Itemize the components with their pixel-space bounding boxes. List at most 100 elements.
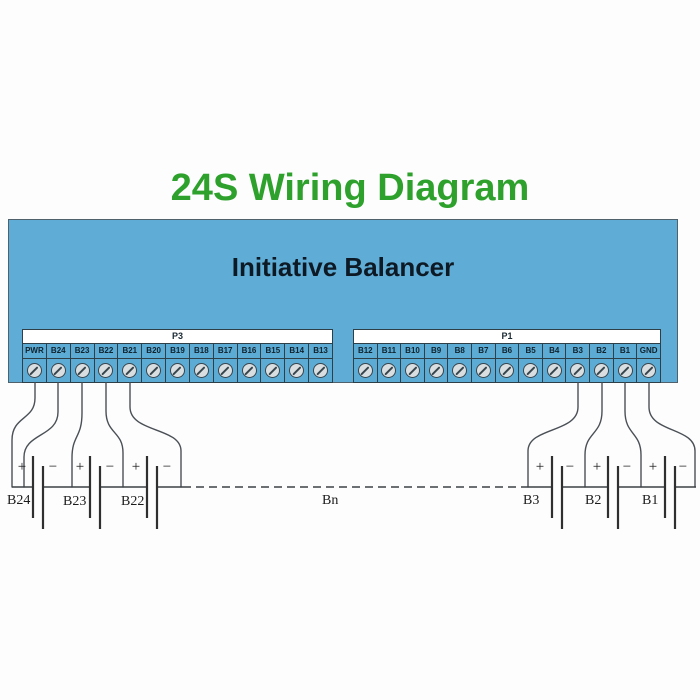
terminal-cell-b4: B4 [542, 344, 567, 382]
terminal-cell-b13: B13 [309, 344, 332, 382]
battery-label-b2: B2 [585, 493, 601, 508]
terminal-label: PWR [23, 344, 46, 359]
screw-icon [381, 363, 397, 378]
screw-icon [593, 363, 609, 378]
terminal-cell-pwr: PWR [23, 344, 47, 382]
battery-b23-minus-sign: − [106, 459, 114, 475]
terminal-label: B17 [213, 344, 237, 359]
screw-icon [313, 363, 329, 378]
terminal-cell-b6: B6 [495, 344, 520, 382]
terminal-cell-b20: B20 [142, 344, 167, 382]
screw-icon [241, 363, 257, 378]
terminal-label: B4 [542, 344, 566, 359]
battery-b2-minus-sign: − [623, 459, 631, 475]
battery-b23-plus-sign: + [76, 459, 84, 475]
terminal-cell-b7: B7 [472, 344, 496, 382]
screw-icon [50, 363, 66, 378]
wire-gnd [648, 382, 696, 488]
wire-b2 [584, 382, 603, 488]
battery-b24-minus-sign: − [49, 459, 57, 475]
terminal-label: B22 [94, 344, 118, 359]
terminal-cell-b15: B15 [261, 344, 286, 382]
battery-label-b24: B24 [7, 493, 30, 508]
battery-label-bn: Bn [322, 493, 338, 508]
battery-b3-plus-sign: + [536, 459, 544, 475]
page-title: 24S Wiring Diagram [170, 167, 530, 209]
battery-label-b3: B3 [523, 493, 539, 508]
battery-b2-plus-sign: + [593, 459, 601, 475]
terminal-cell-b2: B2 [590, 344, 614, 382]
terminal-cell-b24: B24 [46, 344, 71, 382]
screw-icon [193, 363, 209, 378]
terminal-cell-b18: B18 [189, 344, 214, 382]
battery-label-b22: B22 [121, 494, 144, 509]
screw-icon [146, 363, 162, 378]
terminal-cell-b5: B5 [519, 344, 543, 382]
battery-label-b1: B1 [642, 493, 658, 508]
terminal-label: B21 [118, 344, 142, 359]
screw-icon [169, 363, 185, 378]
screw-icon [499, 363, 515, 378]
screw-icon [122, 363, 138, 378]
wire-b21 [129, 382, 182, 488]
screw-icon [405, 363, 421, 378]
terminal-label: B3 [566, 344, 590, 359]
wire-b22 [105, 382, 124, 488]
terminal-label: B19 [166, 344, 189, 359]
terminal-cell-b1: B1 [613, 344, 638, 382]
terminal-label: B18 [189, 344, 213, 359]
screw-icon [74, 363, 90, 378]
screw-icon [546, 363, 562, 378]
terminal-cell-b3: B3 [566, 344, 591, 382]
battery-label-b23: B23 [63, 494, 86, 509]
screw-icon [523, 363, 539, 378]
terminal-cell-b23: B23 [70, 344, 95, 382]
terminal-label: B2 [590, 344, 613, 359]
screw-icon [357, 363, 373, 378]
terminal-label: GND [637, 344, 660, 359]
terminal-cell-b16: B16 [237, 344, 262, 382]
terminal-label: B20 [142, 344, 166, 359]
terminal-label: B8 [448, 344, 472, 359]
wire-b23 [71, 382, 83, 488]
terminal-cell-b12: B12 [354, 344, 378, 382]
battery-b22-plus-sign: + [132, 459, 140, 475]
terminal-cell-b10: B10 [401, 344, 425, 382]
terminal-label: B5 [519, 344, 542, 359]
battery-b3-minus-sign: − [566, 459, 574, 475]
terminal-cell-b21: B21 [118, 344, 143, 382]
screw-icon [452, 363, 468, 378]
connector-p3-header: P3 [22, 329, 333, 344]
wire-b24 [23, 382, 59, 488]
terminal-label: B1 [613, 344, 637, 359]
balancer-board: Initiative Balancer P3 PWR B24 B23 B22 B… [8, 219, 678, 383]
screw-icon [617, 363, 633, 378]
screw-icon [641, 363, 657, 378]
terminal-cell-b9: B9 [424, 344, 449, 382]
terminal-label: B12 [354, 344, 377, 359]
terminal-label: B10 [401, 344, 424, 359]
wire-b1 [624, 382, 642, 488]
battery-b22-minus-sign: − [163, 459, 171, 475]
battery-b24-plus-sign: + [18, 459, 26, 475]
terminal-label: B9 [424, 344, 448, 359]
terminal-label: B11 [377, 344, 401, 359]
connector-p3: P3 PWR B24 B23 B22 B21 B20 B19 B18 B17 B… [22, 329, 333, 383]
screw-icon [570, 363, 586, 378]
terminal-cell-b22: B22 [94, 344, 119, 382]
terminal-label: B16 [237, 344, 261, 359]
terminal-label: B6 [495, 344, 519, 359]
screw-icon [289, 363, 305, 378]
terminal-cell-b14: B14 [285, 344, 310, 382]
connector-p3-terminals: PWR B24 B23 B22 B21 B20 B19 B18 B17 B16 … [22, 344, 333, 383]
wire-b3 [527, 382, 579, 488]
connector-p1-header: P1 [353, 329, 661, 344]
terminal-label: B7 [472, 344, 495, 359]
terminal-cell-b8: B8 [448, 344, 473, 382]
connector-p1-terminals: B12 B11 B10 B9 B8 B7 B6 B5 B4 B3 B2 B1 G… [353, 344, 661, 383]
terminal-label: B13 [309, 344, 332, 359]
screw-icon [475, 363, 491, 378]
screw-icon [26, 363, 42, 378]
terminal-label: B23 [70, 344, 94, 359]
